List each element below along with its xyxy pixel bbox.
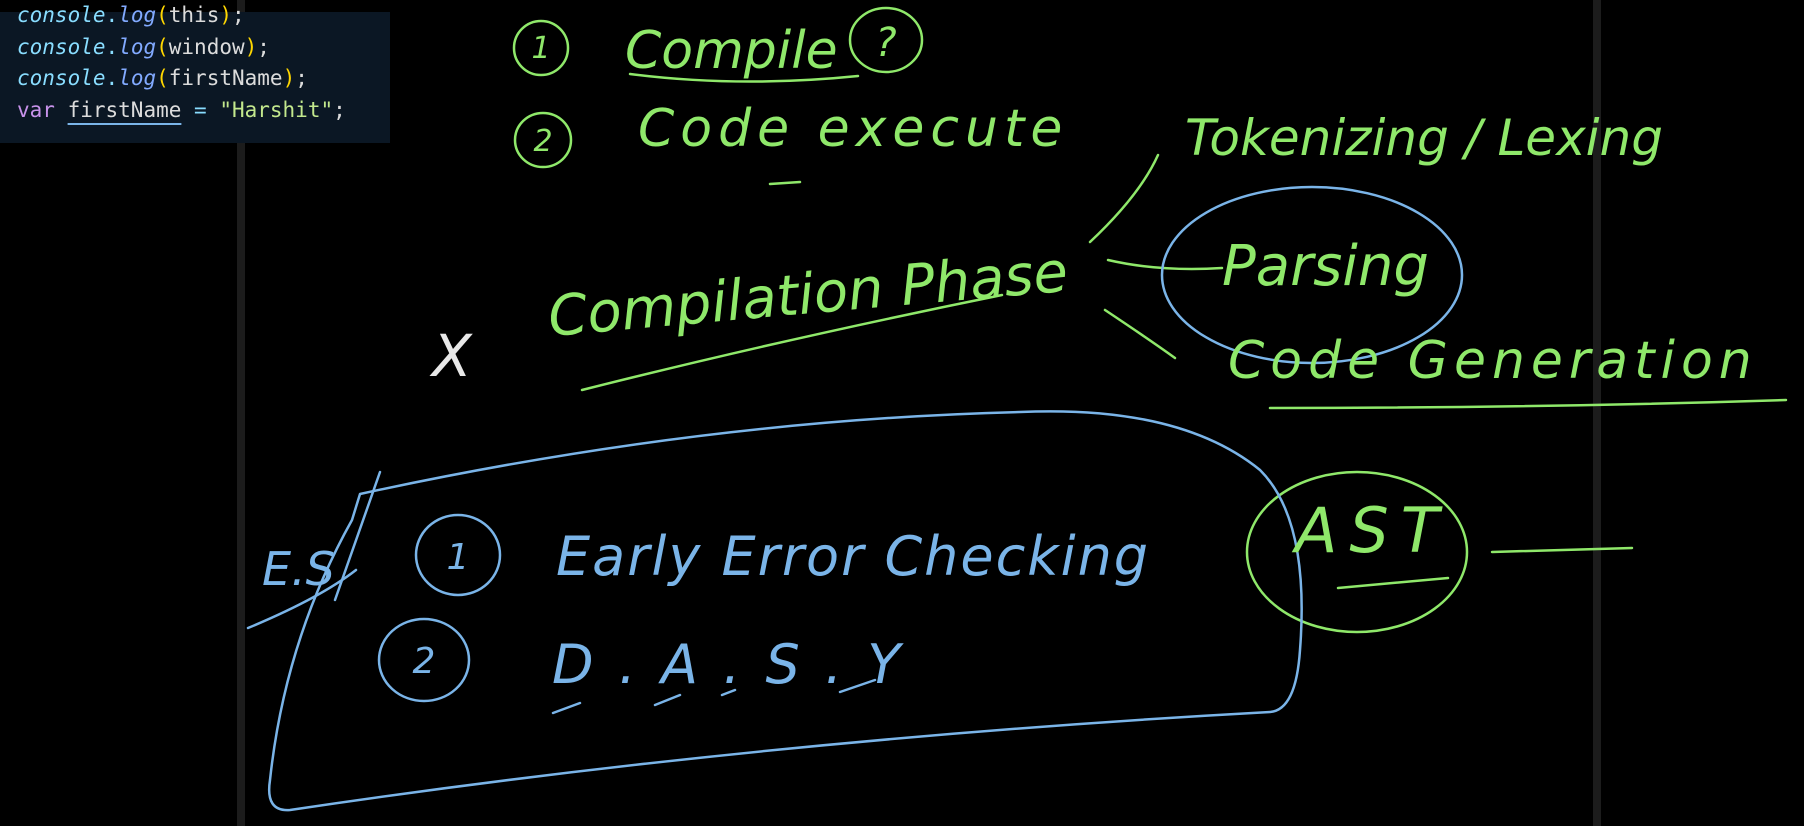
phase-underline — [580, 293, 1004, 392]
tokenizing-label: Tokenizing / Lexing — [1185, 109, 1663, 167]
es-box-outline — [267, 410, 1303, 812]
question-circle — [848, 6, 924, 74]
code-paren: ) — [219, 3, 232, 27]
ast-ellipse — [1245, 470, 1469, 634]
code-paren: ( — [156, 3, 169, 27]
code-semicolon: ; — [295, 66, 308, 90]
es1-number: 1 — [447, 537, 470, 578]
compile-underline — [628, 72, 860, 83]
code-string: "Harshit" — [219, 97, 334, 122]
es-label-underline — [246, 568, 358, 630]
code-operator: = — [181, 97, 220, 122]
es1-label: Early Error Checking — [556, 525, 1150, 588]
ast-underline — [1336, 576, 1450, 590]
es-label: E.S — [262, 542, 335, 596]
code-generation-label: Code Generation — [1228, 331, 1758, 391]
code-arg: this — [168, 3, 220, 27]
ast-label: AST — [1291, 494, 1451, 567]
code-line-4: var firstName = "Harshit"; — [17, 95, 390, 127]
right-divider — [1593, 0, 1601, 826]
question-mark: ? — [875, 20, 896, 66]
code-keyword: var — [17, 97, 55, 122]
step1-number: 1 — [531, 31, 550, 66]
code-variable: firstName — [67, 97, 182, 122]
code-arg: window — [168, 34, 245, 59]
code-dot: . — [105, 66, 119, 90]
code-semicolon: ; — [257, 34, 270, 59]
code-dot: . — [105, 3, 119, 27]
code-object: console — [17, 66, 106, 90]
branch-line-bottom — [1103, 308, 1177, 360]
code-line-1: console.log(this); — [17, 0, 390, 32]
code-line-2: console.log(window); — [17, 32, 390, 64]
code-function: log — [118, 34, 157, 59]
step2-number: 2 — [533, 124, 552, 159]
code-paren: ) — [282, 66, 296, 90]
code-paren: ( — [156, 34, 169, 59]
branch-line-top — [1088, 153, 1160, 244]
es2-label: D . A . S . Y — [552, 633, 904, 696]
code-paren: ( — [156, 66, 169, 90]
code-function: log — [118, 66, 157, 90]
step2-label: Code execute — [638, 99, 1068, 159]
code-function: log — [118, 3, 157, 27]
es2-number: 2 — [413, 641, 436, 682]
compilation-phase-label: Compilation Phase — [546, 240, 1071, 350]
dasy-underlines — [551, 678, 877, 715]
left-divider — [237, 0, 245, 826]
code-semicolon: ; — [333, 97, 346, 122]
parsing-label: Parsing — [1222, 234, 1429, 299]
step1-circle — [512, 19, 570, 77]
parsing-ellipse — [1160, 185, 1464, 365]
code-object: console — [17, 34, 106, 59]
ast-arrow-line — [1490, 546, 1634, 554]
code-semicolon: ; — [232, 3, 245, 27]
dash-mark — [768, 180, 802, 186]
codegen-underline — [1268, 398, 1788, 410]
code-snippet-panel: console.log(this); console.log(window); … — [0, 3, 390, 143]
es2-circle — [377, 617, 471, 703]
es1-circle — [414, 513, 502, 597]
code-line-3: console.log(firstName); — [17, 63, 390, 95]
code-arg: firstName — [168, 66, 283, 90]
cross-mark: X — [429, 322, 473, 390]
code-dot: . — [105, 34, 119, 59]
step1-label: Compile — [625, 21, 838, 81]
step2-circle — [513, 111, 573, 169]
code-object: console — [17, 3, 106, 27]
code-paren: ) — [244, 34, 258, 59]
